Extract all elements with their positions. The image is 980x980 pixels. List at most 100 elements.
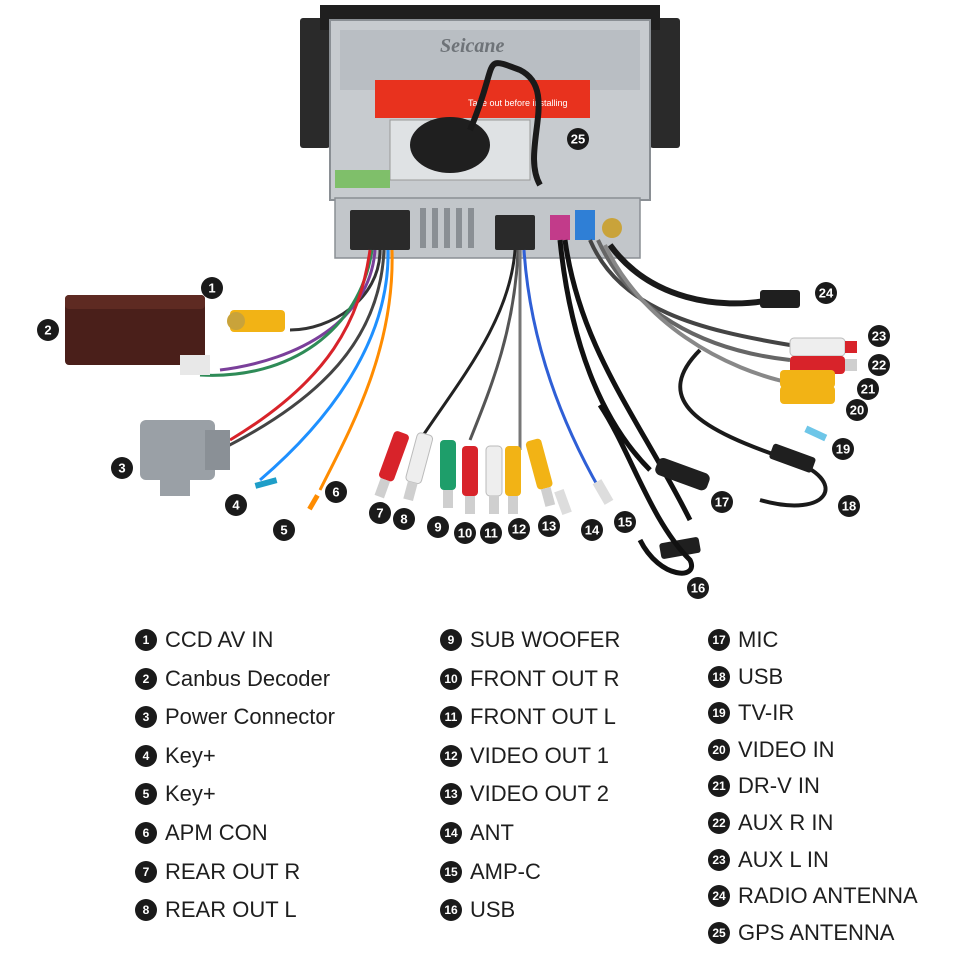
callout-20: 20 [846, 399, 868, 421]
legend-label: TV-IR [738, 700, 795, 726]
legend-number-badge: 24 [708, 885, 730, 908]
callout-14: 14 [581, 519, 603, 541]
callout-9: 9 [427, 516, 449, 538]
callout-number: 17 [715, 495, 729, 510]
legend-label: ANT [470, 820, 514, 845]
legend-label: Key+ [165, 781, 216, 807]
callout-number: 23 [872, 329, 886, 344]
legend-label: REAR OUT R [165, 858, 301, 884]
legend-number-badge: 9 [440, 629, 462, 651]
legend-item: 4 Key+ [135, 741, 216, 771]
legend-item: 5 Key+ [135, 779, 216, 809]
callout-number: 25 [571, 132, 585, 147]
legend-label: APM CON [165, 820, 268, 845]
callout-7: 7 [369, 502, 391, 524]
callout-number: 20 [850, 403, 864, 418]
callout-number: 8 [400, 512, 407, 527]
legend-number-badge: 15 [440, 860, 462, 883]
callout-22: 22 [868, 354, 890, 376]
legend-number-badge: 25 [708, 921, 730, 944]
callout-number: 13 [542, 519, 556, 534]
warning-text: Take out before installing [468, 98, 568, 108]
rca-plugs [374, 431, 614, 515]
callout-10: 10 [454, 522, 476, 544]
callout-5: 5 [273, 519, 295, 541]
brand-logo: Seicane [440, 35, 505, 57]
wiring-diagram: Seicane Take out before installing [37, 5, 890, 599]
head-unit: Seicane Take out before installing [300, 5, 680, 259]
legend-label: AUX L IN [738, 846, 829, 872]
legend-label: VIDEO OUT 2 [470, 781, 609, 807]
callout-number: 12 [512, 522, 526, 537]
legend-label: REAR OUT L [165, 897, 297, 923]
legend-number-badge: 5 [135, 783, 157, 806]
legend-number-badge: 17 [708, 629, 730, 651]
legend-number-badge: 21 [708, 775, 730, 798]
callout-number: 4 [232, 498, 240, 513]
radio-antenna-connector [760, 290, 800, 308]
callout-12: 12 [508, 518, 530, 540]
callout-8: 8 [393, 508, 415, 530]
wire-bundle [199, 239, 828, 522]
callout-18: 18 [838, 495, 860, 517]
legend-label: USB [738, 663, 784, 689]
callout-11: 11 [480, 522, 502, 544]
legend-label: FRONT OUT R [470, 665, 620, 691]
legend-number-badge: 1 [135, 629, 157, 651]
legend-number-badge: 23 [708, 848, 730, 871]
callout-6: 6 [325, 481, 347, 503]
callout-number: 16 [691, 581, 705, 596]
legend-label: Key+ [165, 742, 216, 768]
usb-mic-connectors [597, 403, 816, 576]
callout-number: 22 [872, 358, 886, 373]
legend-number-badge: 6 [135, 822, 157, 844]
callout-number: 15 [618, 515, 632, 530]
legend-label: GPS ANTENNA [738, 919, 895, 945]
key-wire-ends [254, 477, 320, 511]
legend-number-badge: 13 [440, 783, 462, 806]
legend-label: FRONT OUT L [470, 704, 616, 730]
callout-number: 18 [842, 499, 856, 514]
legend-number-badge: 22 [708, 812, 730, 834]
callout-number: 1 [208, 281, 215, 296]
callout-25: 25 [567, 128, 589, 150]
callout-15: 15 [614, 511, 636, 533]
callout-3: 3 [111, 457, 133, 479]
callout-number: 3 [118, 461, 125, 476]
callout-number: 10 [458, 526, 472, 541]
legend-label: RADIO ANTENNA [738, 883, 918, 909]
legend-item: 9 SUB WOOFER [440, 625, 620, 655]
callout-number: 21 [861, 382, 875, 397]
canbus-decoder-box [65, 295, 210, 375]
rca-inputs-right [780, 337, 857, 442]
legend-item: 7 REAR OUT R [135, 857, 300, 887]
callout-number: 5 [280, 523, 287, 538]
legend-label: VIDEO IN [738, 736, 835, 762]
legend-number-badge: 4 [135, 744, 157, 767]
legend-item: 2 Canbus Decoder [135, 664, 330, 694]
legend-label: SUB WOOFER [470, 627, 621, 652]
legend-item: 6 APM CON [135, 818, 268, 848]
legend-label: Power Connector [165, 704, 335, 730]
callout-2: 2 [37, 319, 59, 341]
callout-13: 13 [538, 515, 560, 537]
callout-number: 24 [819, 286, 834, 301]
legend-number-badge: 2 [135, 667, 157, 690]
legend-item: 24 RADIO ANTENNA [708, 881, 918, 911]
legend-number-badge: 12 [440, 744, 462, 767]
legend-number-badge: 19 [708, 702, 730, 725]
legend-item: 23 AUX L IN [708, 845, 829, 875]
legend-number-badge: 7 [135, 860, 157, 883]
ccd-av-in-connector [227, 310, 285, 332]
legend-label: Canbus Decoder [165, 665, 331, 691]
